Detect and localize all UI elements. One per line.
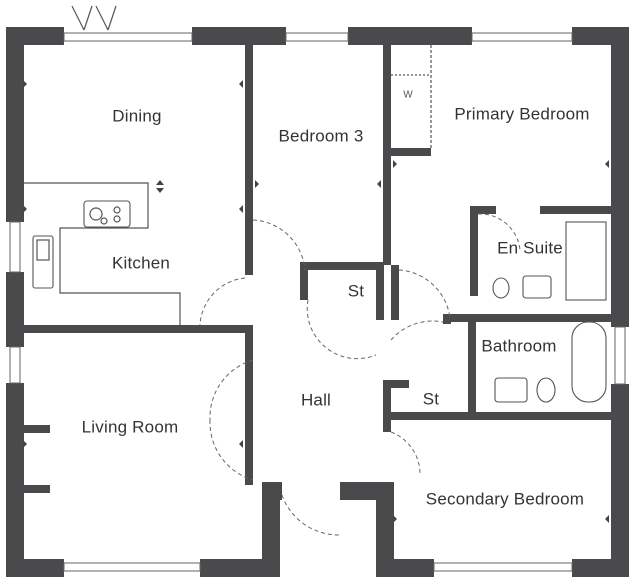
windows bbox=[9, 5, 626, 572]
door-swings bbox=[199, 213, 521, 536]
secondary-bedroom-label: Secondary Bedroom bbox=[426, 489, 584, 508]
living-room-label: Living Room bbox=[82, 417, 179, 436]
bedroom3-label: Bedroom 3 bbox=[279, 126, 364, 145]
store1-label: St bbox=[348, 281, 365, 300]
markers bbox=[23, 80, 609, 523]
dining-label: Dining bbox=[112, 106, 161, 125]
kitchen-units bbox=[24, 182, 181, 325]
outer-walls bbox=[6, 27, 629, 577]
primary-bedroom-label: Primary Bedroom bbox=[454, 104, 589, 123]
en-suite-label: En Suite bbox=[497, 238, 563, 257]
internal-walls bbox=[24, 45, 611, 493]
bathroom-fixtures bbox=[391, 45, 607, 403]
store2-label: St bbox=[423, 389, 440, 408]
bathroom-label: Bathroom bbox=[481, 336, 556, 355]
hall-label: Hall bbox=[301, 390, 331, 409]
kitchen-label: Kitchen bbox=[112, 253, 170, 272]
wardrobe-label: W bbox=[403, 90, 413, 101]
